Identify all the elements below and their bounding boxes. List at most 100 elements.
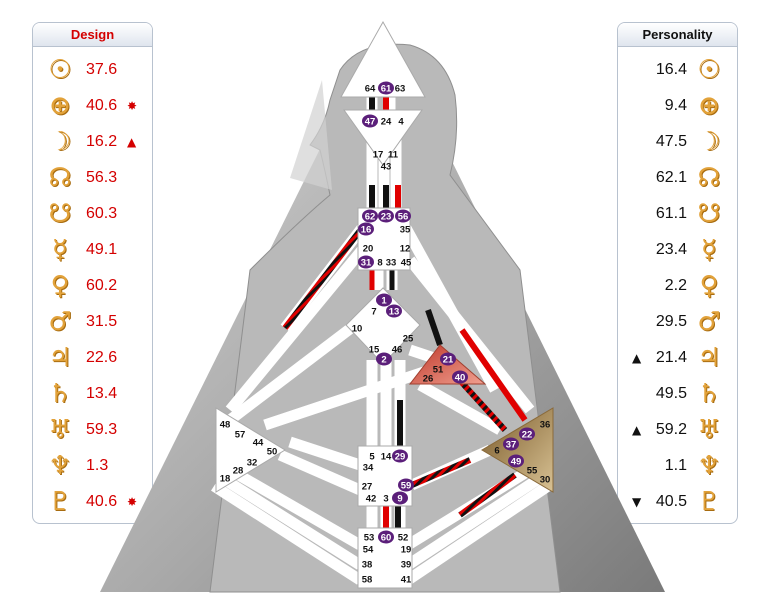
- gate-64: 64: [365, 84, 376, 95]
- gate-62: 62: [365, 212, 376, 223]
- gate-13-marker: [386, 304, 402, 318]
- sun-icon: ☉: [697, 55, 721, 85]
- gate-53: 53: [364, 533, 375, 544]
- gate-26: 26: [423, 374, 434, 385]
- personality-row-mars: ♂29.5: [618, 304, 737, 340]
- personality-row-jupiter: ♃21.4▲: [618, 340, 737, 376]
- personality-marker: ▲: [632, 423, 642, 437]
- gate-2: 2: [381, 355, 386, 366]
- gate-1: 1: [381, 296, 387, 307]
- design-value: 59.3: [86, 421, 118, 438]
- uranus-icon: ♅: [48, 415, 72, 445]
- design-row-jupiter: ♃ 22.6: [33, 340, 152, 376]
- personality-row-moon: ☽47.5: [618, 124, 737, 160]
- neptune-icon: ♆: [48, 451, 72, 481]
- gate-45: 45: [401, 258, 412, 269]
- gate-43: 43: [381, 162, 392, 173]
- solar-plexus-center: [481, 407, 554, 493]
- gate-60-marker: [378, 530, 394, 544]
- gate-32: 32: [247, 458, 258, 469]
- design-value: 13.4: [86, 385, 118, 402]
- south-node-icon: ☋: [697, 199, 721, 229]
- jupiter-icon: ♃: [697, 343, 721, 373]
- gate-31: 31: [361, 258, 372, 269]
- gate-48: 48: [220, 420, 231, 431]
- personality-value: 47.5: [655, 133, 687, 150]
- gate-37: 37: [506, 440, 517, 451]
- gate-41: 41: [401, 575, 412, 586]
- gate-8: 8: [377, 258, 382, 269]
- saturn-icon: ♄: [48, 379, 72, 409]
- personality-value: 49.5: [655, 385, 687, 402]
- gate-16-marker: [358, 222, 374, 236]
- gate-17: 17: [373, 150, 384, 161]
- gate-44: 44: [253, 438, 264, 449]
- gate-47: 47: [365, 117, 376, 128]
- sun-icon: ☉: [48, 55, 72, 85]
- personality-row-south-node: ☋61.1: [618, 196, 737, 232]
- design-row-sun: ☉37.6: [33, 52, 152, 88]
- moon-icon: ☽: [48, 127, 72, 157]
- earth-icon: ⊕: [698, 91, 720, 121]
- gate-62-marker: [362, 209, 378, 223]
- design-row-venus: ♀60.2: [33, 268, 152, 304]
- pluto-icon: ♇: [697, 487, 721, 517]
- gate-31-marker: [358, 255, 374, 269]
- design-value: 56.3: [86, 169, 118, 186]
- neptune-icon: ♆: [697, 451, 721, 481]
- gate-15: 15: [369, 345, 380, 356]
- design-row-mercury: ☿49.1: [33, 232, 152, 268]
- personality-row-pluto: ♇40.5▼: [618, 484, 737, 520]
- design-marker: ✸: [127, 495, 138, 509]
- saturn-icon: ♄: [697, 379, 721, 409]
- design-value: 60.3: [86, 205, 118, 222]
- gate-22-marker: [519, 427, 535, 441]
- personality-row-neptune: ♆1.1: [618, 448, 737, 484]
- venus-icon: ♀: [50, 271, 70, 301]
- gate-28: 28: [233, 466, 244, 477]
- gate-5: 5: [369, 452, 375, 463]
- design-title: Design: [33, 23, 152, 47]
- design-value: 49.1: [86, 241, 118, 258]
- design-row-uranus: ♅ 59.3: [33, 412, 152, 448]
- gate-23: 23: [381, 212, 392, 223]
- personality-value: 62.1: [655, 169, 687, 186]
- gate-56-marker: [395, 209, 411, 223]
- gate-9-marker: [392, 491, 408, 505]
- design-panel: Design ☉37.6⊕40.6✸☽16.2▲☊56.3☋60.3☿49.1♀…: [32, 22, 153, 524]
- gate-24: 24: [381, 117, 392, 128]
- gate-47-marker: [362, 114, 378, 128]
- gate-29: 29: [395, 452, 406, 463]
- gate-50: 50: [267, 447, 278, 458]
- design-row-moon: ☽16.2▲: [33, 124, 152, 160]
- design-row-earth: ⊕40.6✸: [33, 88, 152, 124]
- design-value: 22.6: [86, 349, 118, 366]
- gate-49: 49: [511, 457, 522, 468]
- personality-row-earth: ⊕9.4: [618, 88, 737, 124]
- gate-34: 34: [363, 463, 374, 474]
- gate-33: 33: [386, 258, 397, 269]
- jupiter-icon: ♃: [48, 343, 72, 373]
- design-value: 31.5: [86, 313, 118, 330]
- design-marker: ✸: [127, 99, 138, 113]
- gate-14: 14: [381, 452, 392, 463]
- gate-23-marker: [378, 209, 394, 223]
- gate-29-marker: [392, 449, 408, 463]
- gate-61-marker: [378, 81, 394, 95]
- personality-row-north-node: ☊62.1: [618, 160, 737, 196]
- mars-icon: ♂: [48, 307, 72, 337]
- personality-row-sun: ☉16.4: [618, 52, 737, 88]
- personality-value: 23.4: [655, 241, 687, 258]
- gate-40-marker: [452, 370, 468, 384]
- gate-11: 11: [388, 150, 399, 161]
- gate-19: 19: [401, 545, 412, 556]
- design-value: 40.6: [86, 493, 118, 510]
- gate-16: 16: [361, 225, 372, 236]
- gate-12: 12: [400, 244, 411, 255]
- gate-59-marker: [398, 478, 414, 492]
- venus-icon: ♀: [699, 271, 719, 301]
- gate-51: 51: [433, 365, 444, 376]
- gate-4: 4: [398, 117, 404, 128]
- design-row-mars: ♂ 31.5: [33, 304, 152, 340]
